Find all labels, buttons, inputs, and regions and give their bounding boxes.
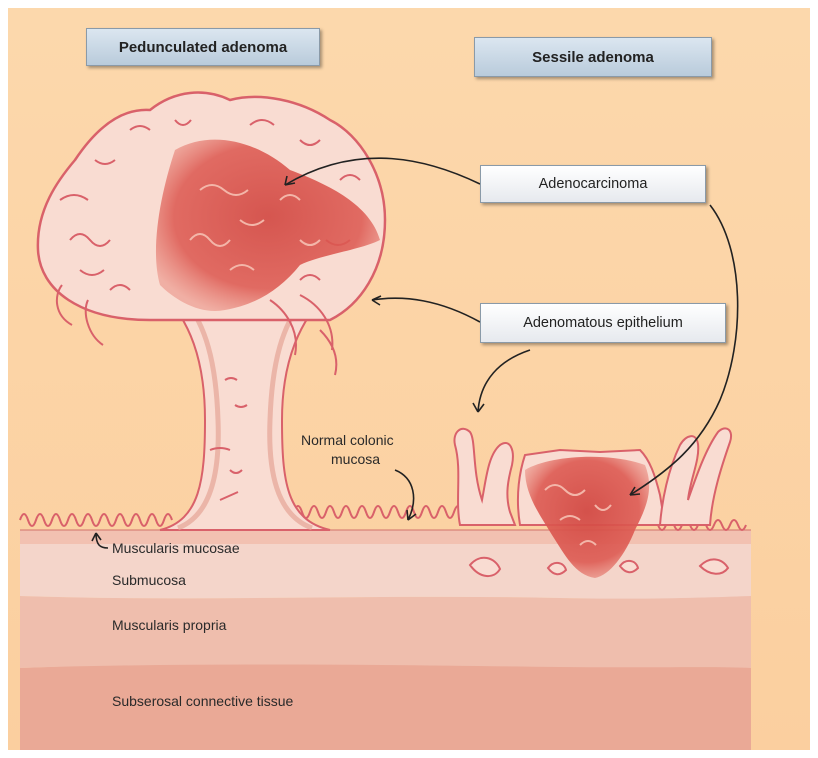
pedunculated-adenoma-header: Pedunculated adenoma [86,28,320,66]
sessile-adenoma-header: Sessile adenoma [474,37,712,77]
muscularis-propria-label: Muscularis propria [112,617,226,633]
subserosa-label: Subserosal connective tissue [112,693,293,709]
adenocarcinoma-label: Adenocarcinoma [480,165,706,203]
normal-mucosa-label-line2: mucosa [331,451,380,467]
adenomatous-epithelium-label: Adenomatous epithelium [480,303,726,343]
normal-mucosa-label-line1: Normal colonic [301,432,394,448]
submucosa-label: Submucosa [112,572,186,588]
muscularis-mucosae-label: Muscularis mucosae [112,540,240,556]
